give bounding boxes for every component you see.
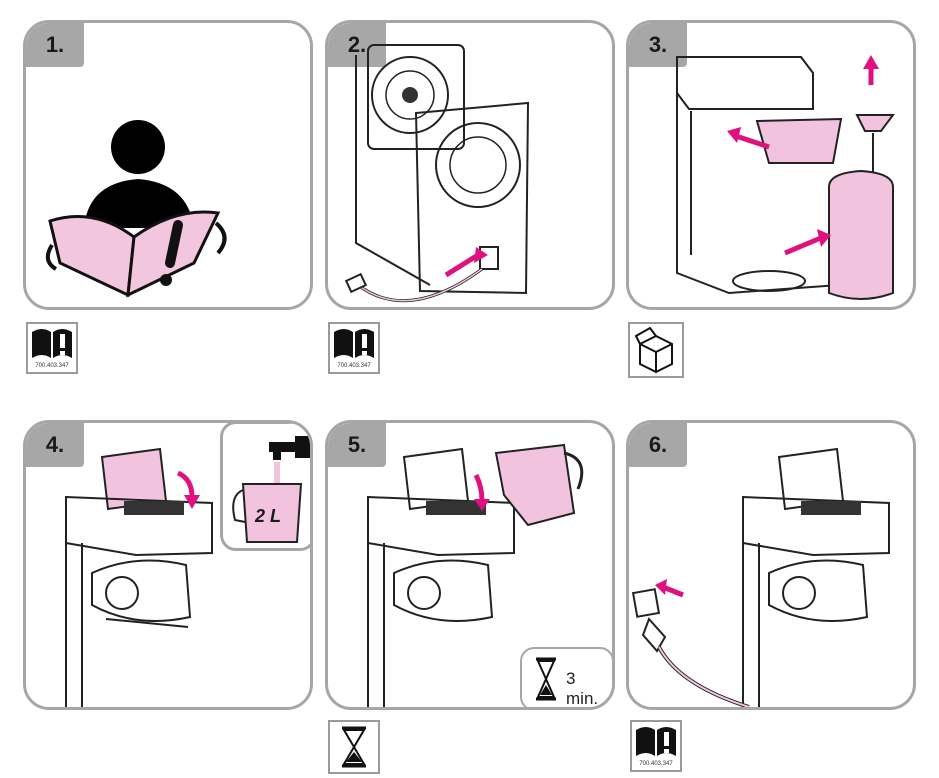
reading-manual-illustration xyxy=(45,120,227,298)
add-water-inset: 2 L xyxy=(220,423,310,551)
manual-book-icon: 700.403.347 xyxy=(630,720,682,772)
step-3-panel: 3. xyxy=(626,20,916,310)
plug-in-illustration xyxy=(631,447,890,707)
step-1-number: 1. xyxy=(26,23,84,67)
step-6-number: 6. xyxy=(629,423,687,467)
manual-book-icon: 700.403.347 xyxy=(26,322,78,374)
step-6-panel: 6. xyxy=(626,420,916,710)
step-5-number: 5. xyxy=(328,423,386,467)
step-2-panel: 2. xyxy=(325,20,615,310)
hourglass-icon xyxy=(328,720,380,774)
tap-and-jug-icon xyxy=(232,436,310,543)
open-lid-illustration xyxy=(65,447,213,707)
wait-time-label: 3 min. xyxy=(566,669,599,708)
wait-time-inset: 3 min. xyxy=(520,647,612,708)
box-icon xyxy=(628,322,684,378)
remove-parts-illustration xyxy=(676,55,895,300)
water-tank-connection-illustration xyxy=(344,44,530,303)
step-4-panel: 4. 2 L xyxy=(23,420,313,710)
manual-book-icon: 700.403.347 xyxy=(328,322,380,374)
pour-water-illustration xyxy=(367,443,584,707)
water-amount-label: 2 L xyxy=(255,506,282,526)
step-1-panel: 1. xyxy=(23,20,313,310)
hourglass-icon xyxy=(536,657,556,701)
step-5-panel: 5. 3 min. xyxy=(325,420,615,710)
step-4-number: 4. xyxy=(26,423,84,467)
